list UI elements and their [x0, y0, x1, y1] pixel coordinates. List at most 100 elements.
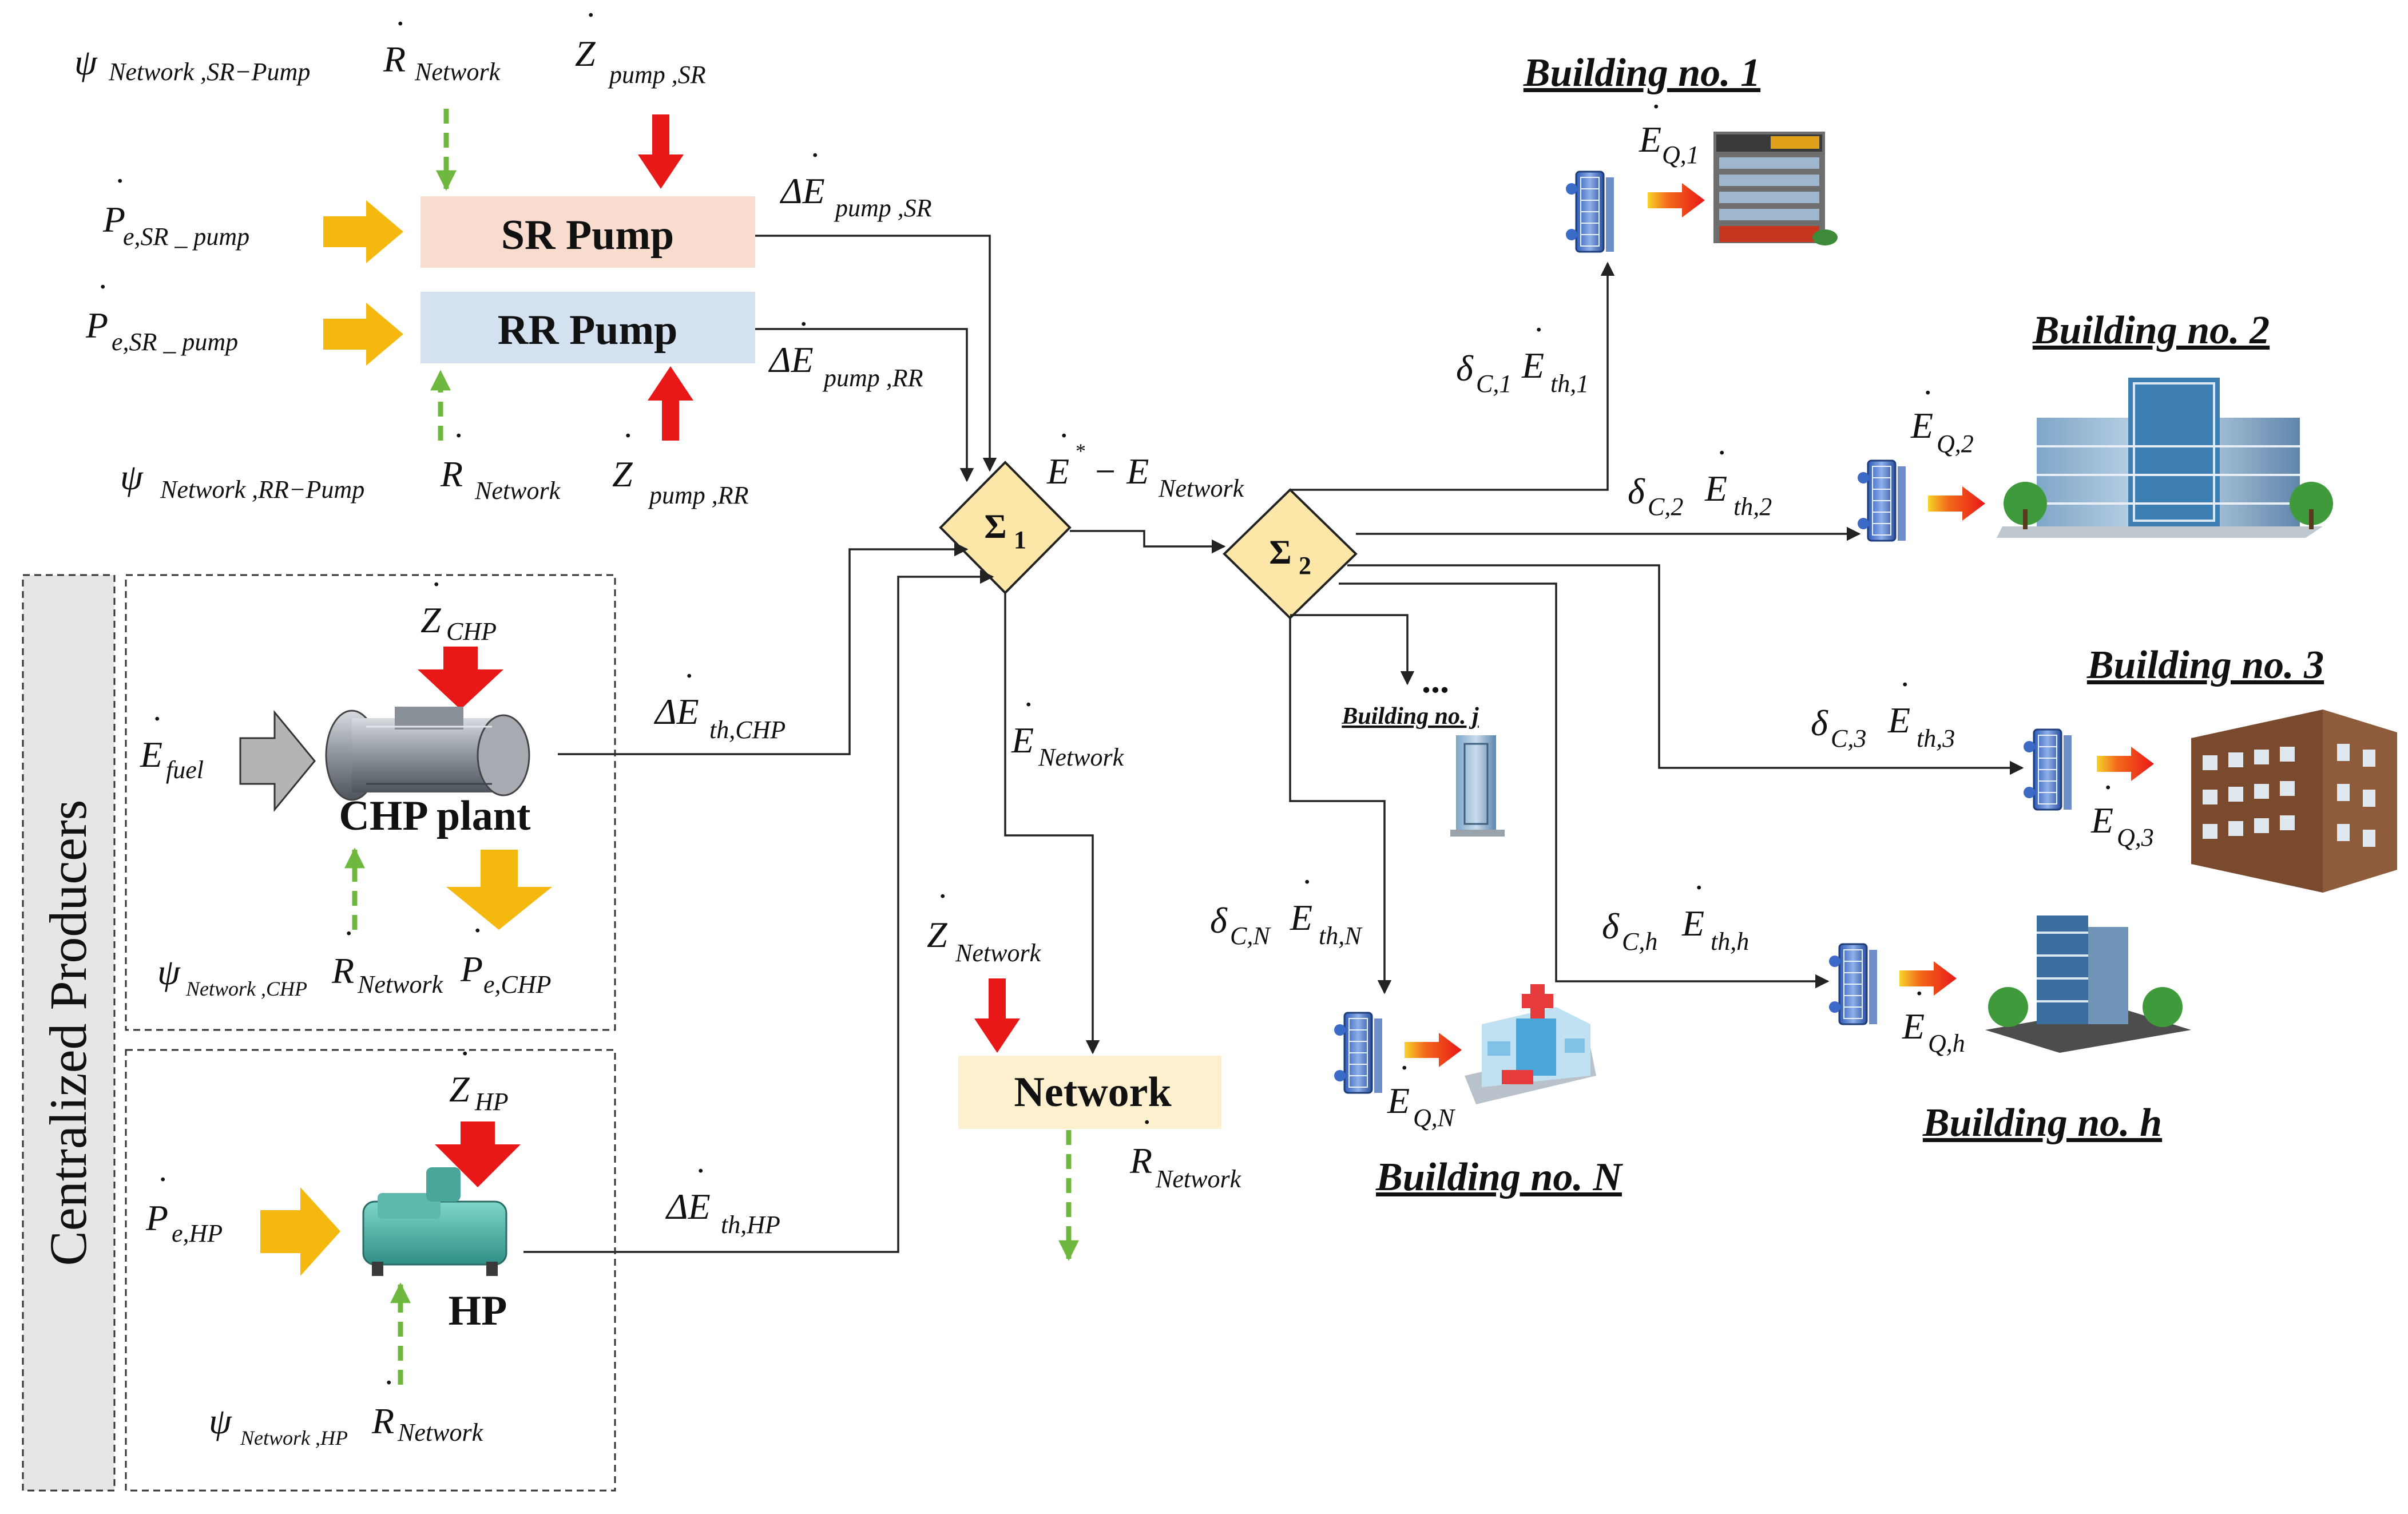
label-delta-e-th-chp: ΔE˙ th,CHP [653, 665, 786, 744]
svg-text:th,3: th,3 [1917, 724, 1955, 752]
sr-pump-label: SR Pump [501, 212, 674, 259]
wire-sigma2-to-building-h [1339, 582, 1830, 989]
svg-text:˙: ˙ [1396, 1057, 1408, 1098]
label-e-network: E˙ Network [1011, 694, 1125, 771]
svg-text:˙: ˙ [1713, 442, 1725, 483]
sigma-2-node: Σ 2 [1223, 488, 1358, 620]
svg-text:˙: ˙ [457, 1043, 469, 1084]
glass-tower-icon [1450, 735, 1505, 837]
svg-text:˙: ˙ [1299, 871, 1311, 912]
label-psi-network-chp: ψ Network ,CHP R˙ Network [157, 923, 444, 1000]
svg-text:δ: δ [1811, 703, 1828, 743]
svg-text:E: E [1521, 345, 1544, 386]
svg-text:E: E [1290, 897, 1312, 938]
heat-flow-arrow-h [1899, 961, 1957, 996]
svg-text:R: R [371, 1401, 394, 1441]
rr-pump-block: RR Pump [420, 292, 755, 363]
network-label: Network [1014, 1069, 1172, 1116]
svg-text:Network: Network [955, 939, 1042, 967]
network-block: Network [958, 1056, 1221, 1129]
heat-exchanger-icon [1565, 171, 1615, 253]
wire-sigma2-to-building1 [1290, 261, 1615, 491]
label-z-pump-sr: Z˙ pump ,SR [575, 5, 706, 89]
svg-text:C,h: C,h [1622, 928, 1657, 956]
wire-sr-pump-to-sigma1 [755, 235, 997, 472]
svg-text:E: E [1910, 405, 1933, 446]
apartment-building-icon [2191, 710, 2397, 893]
office-building-icon [1997, 378, 2333, 538]
svg-text:th,2: th,2 [1733, 493, 1772, 521]
label-r-network-loss: R˙ Network [1129, 1112, 1242, 1193]
svg-text:E: E [1046, 451, 1069, 492]
svg-text:pump ,RR: pump ,RR [648, 481, 749, 509]
svg-text:CHP: CHP [446, 617, 497, 645]
rr-pump-power-arrow [323, 303, 403, 366]
svg-text:ΔE: ΔE [779, 171, 825, 211]
gas-turbine-icon [325, 707, 530, 801]
svg-text:Network: Network [474, 477, 561, 505]
svg-text:th,HP: th,HP [721, 1211, 780, 1239]
svg-text:R: R [440, 454, 463, 494]
svg-text:˙: ˙ [94, 276, 106, 317]
svg-text:δ: δ [1602, 906, 1620, 946]
label-e-q2: E˙ Q,2 [1910, 382, 1974, 458]
svg-text:˙: ˙ [1530, 319, 1542, 360]
svg-text:Network: Network [1155, 1165, 1242, 1193]
svg-text:E: E [1681, 903, 1704, 944]
svg-text:Network ,RR−Pump: Network ,RR−Pump [160, 475, 364, 504]
chp-plant-label: CHP plant [339, 792, 530, 839]
building-1-title: Building no. 1 [1523, 51, 1760, 95]
wire-rr-pump-to-sigma1 [755, 328, 974, 482]
svg-text:˙: ˙ [469, 920, 481, 961]
svg-text:ψ: ψ [74, 42, 98, 82]
svg-text:˙: ˙ [380, 1372, 392, 1413]
svg-text:Z: Z [420, 600, 442, 640]
label-e-q1: E˙ Q,1 [1639, 96, 1699, 169]
svg-text:˙: ˙ [692, 1160, 704, 1201]
svg-text:th,1: th,1 [1550, 370, 1589, 398]
svg-text:Z: Z [449, 1069, 470, 1109]
hotel-building-icon [1713, 132, 1838, 245]
sigma-1-subscript: 1 [1014, 526, 1026, 554]
svg-text:Network: Network [397, 1418, 484, 1446]
sr-pump-power-arrow [323, 200, 403, 263]
building-3-title: Building no. 3 [2086, 643, 2324, 687]
heat-pump-chiller-icon [362, 1167, 507, 1276]
heat-exchanger-icon [1856, 459, 1907, 542]
svg-text:P: P [102, 199, 125, 240]
svg-text:˙: ˙ [620, 425, 632, 466]
heat-exchanger-icon [1828, 943, 1878, 1025]
svg-text:˙: ˙ [428, 574, 440, 615]
svg-text:pump ,SR: pump ,SR [608, 61, 706, 89]
hp-subgroup-frame [125, 1049, 616, 1492]
svg-text:th,CHP: th,CHP [709, 716, 786, 744]
svg-text:P: P [85, 305, 108, 346]
heat-flow-arrow-n [1405, 1033, 1462, 1067]
svg-text:Z: Z [612, 454, 633, 494]
svg-text:δ: δ [1456, 348, 1474, 389]
sigma-1-symbol: Σ [984, 508, 1006, 545]
svg-text:δ: δ [1628, 471, 1645, 512]
centralized-producers-group: Centralized Producers [22, 574, 616, 1492]
svg-text:ΔE: ΔE [768, 339, 814, 380]
label-delta-e-pump-sr: ΔE˙ pump ,SR [779, 145, 932, 222]
svg-text:E: E [2090, 800, 2113, 841]
producers-tab [22, 574, 116, 1492]
wire-sigma2-to-building3 [1347, 564, 2024, 775]
svg-text:*: * [1076, 439, 1086, 462]
rr-pump-cost-arrow-up [648, 366, 693, 441]
svg-text:˙: ˙ [1897, 674, 1909, 715]
svg-text:˙: ˙ [582, 5, 594, 45]
svg-text:˙: ˙ [450, 425, 462, 466]
svg-text:P: P [460, 949, 483, 989]
svg-text:ΔE: ΔE [665, 1186, 711, 1227]
svg-text:e,SR _ pump: e,SR _ pump [123, 223, 249, 251]
svg-text:e,SR _ pump: e,SR _ pump [112, 328, 238, 356]
heat-flow-arrow-2 [1928, 486, 1985, 521]
